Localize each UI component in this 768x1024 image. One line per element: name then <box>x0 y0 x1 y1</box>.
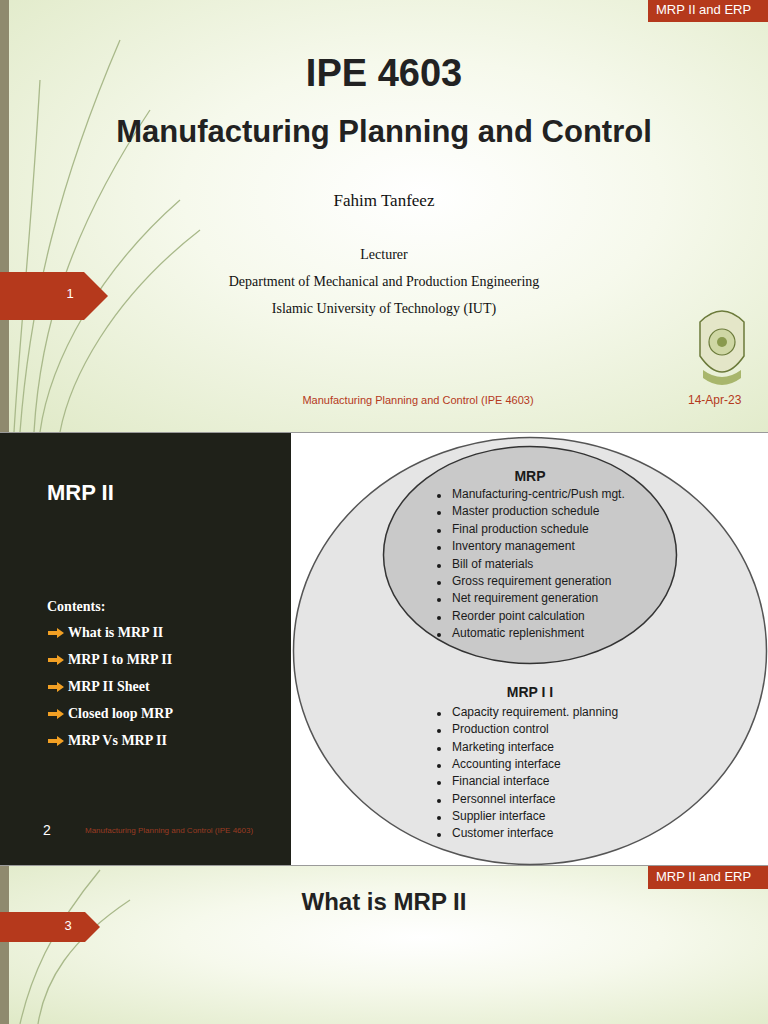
date-text: 14-Apr-23 <box>688 394 741 408</box>
bullet-dot <box>437 564 441 568</box>
contents-item: MRP II Sheet <box>68 679 150 695</box>
bullet-item: Net requirement generation <box>452 592 598 606</box>
slide-tag: MRP II and ERP <box>648 866 768 889</box>
university-emblem <box>700 311 744 385</box>
ellipse-outline <box>294 438 767 865</box>
bullet-dot <box>437 712 441 716</box>
bullet-dot <box>437 616 441 620</box>
bullet-item: Capacity requirement. planning <box>452 706 618 720</box>
bullet-dot <box>437 494 441 498</box>
contents-item: MRP Vs MRP II <box>68 733 167 749</box>
course-code: IPE 4603 <box>0 52 768 96</box>
contents-panel: MRP II Contents: What is MRP II MRP I to MR… <box>0 433 291 865</box>
bullet-item: Reorder point calculation <box>452 610 585 624</box>
course-title: Manufacturing Planning and Control <box>0 114 768 150</box>
bullet-item: Inventory management <box>452 540 575 554</box>
footer-text: Manufacturing Planning and Control (IPE … <box>85 826 253 835</box>
contents-item: Closed loop MRP <box>68 706 173 722</box>
mrp-ellipse: MRP Manufacturing-centric/Push mgt. Master… <box>382 445 678 665</box>
bullet-item: Master production schedule <box>452 505 599 519</box>
bullet-dot <box>437 529 441 533</box>
slide-number: 3 <box>50 919 86 934</box>
pentagon-arrow <box>0 272 108 320</box>
bullet-item: Financial interface <box>452 775 549 789</box>
tag-box <box>648 0 768 22</box>
ellipse-heading: MRP I I <box>430 684 630 700</box>
bullet-item: Marketing interface <box>452 741 554 755</box>
shape-outline <box>0 272 108 320</box>
bullet-dot <box>437 764 441 768</box>
contents-item: What is MRP II <box>68 625 163 641</box>
department: Department of Mechanical and Production … <box>0 274 768 290</box>
shape-outline <box>0 912 100 942</box>
tag-text: MRP II and ERP <box>656 870 751 885</box>
contents-heading: Contents: <box>47 599 105 615</box>
bullet-item: Manufacturing-centric/Push mgt. <box>452 488 625 502</box>
bullet-dot <box>437 816 441 820</box>
grass-lines <box>14 40 200 1024</box>
bullet-item: Personnel interface <box>452 793 555 807</box>
pentagon-arrow <box>0 912 100 942</box>
author-name: Fahim Tanfeez <box>0 191 768 211</box>
tag-text: MRP II and ERP <box>656 3 751 18</box>
footer-text: Manufacturing Planning and Control (IPE … <box>268 394 568 407</box>
slide-title: What is MRP II <box>0 888 768 916</box>
mrp2-ellipse: MRP I I Capacity requirement. planningPro… <box>292 436 768 866</box>
bullet-dot <box>437 581 441 585</box>
bullet-item: Final production schedule <box>452 523 589 537</box>
bullet-item: Production control <box>452 723 549 737</box>
contents-item: MRP I to MRP II <box>68 652 172 668</box>
slide-tag: MRP II and ERP <box>648 0 768 22</box>
bullet-item: Supplier interface <box>452 810 545 824</box>
side-strip <box>0 866 9 1024</box>
tag-box <box>648 866 768 889</box>
side-strip <box>0 0 9 432</box>
slide-number-arrow: 3 <box>0 912 100 942</box>
slide-number: 1 <box>50 287 90 302</box>
bullet-item: Automatic replenishment <box>452 627 584 641</box>
bullet-arrows <box>48 628 64 746</box>
bullet-item: Bill of materials <box>452 558 533 572</box>
bullet-item: Accounting interface <box>452 758 561 772</box>
ellipse-heading: MRP <box>430 468 630 484</box>
panel-title: MRP II <box>47 480 114 505</box>
bullet-item: Gross requirement generation <box>452 575 611 589</box>
slide-number-arrow: 1 <box>0 272 108 320</box>
bullet-dot <box>437 799 441 803</box>
university: Islamic University of Technology (IUT) <box>0 301 768 317</box>
dark-panel <box>0 433 291 865</box>
author-role: Lecturer <box>0 247 768 263</box>
bullet-dot <box>437 747 441 751</box>
slide-number: 2 <box>43 822 51 838</box>
ellipse-outline <box>384 447 677 664</box>
bullet-item: Customer interface <box>452 827 553 841</box>
